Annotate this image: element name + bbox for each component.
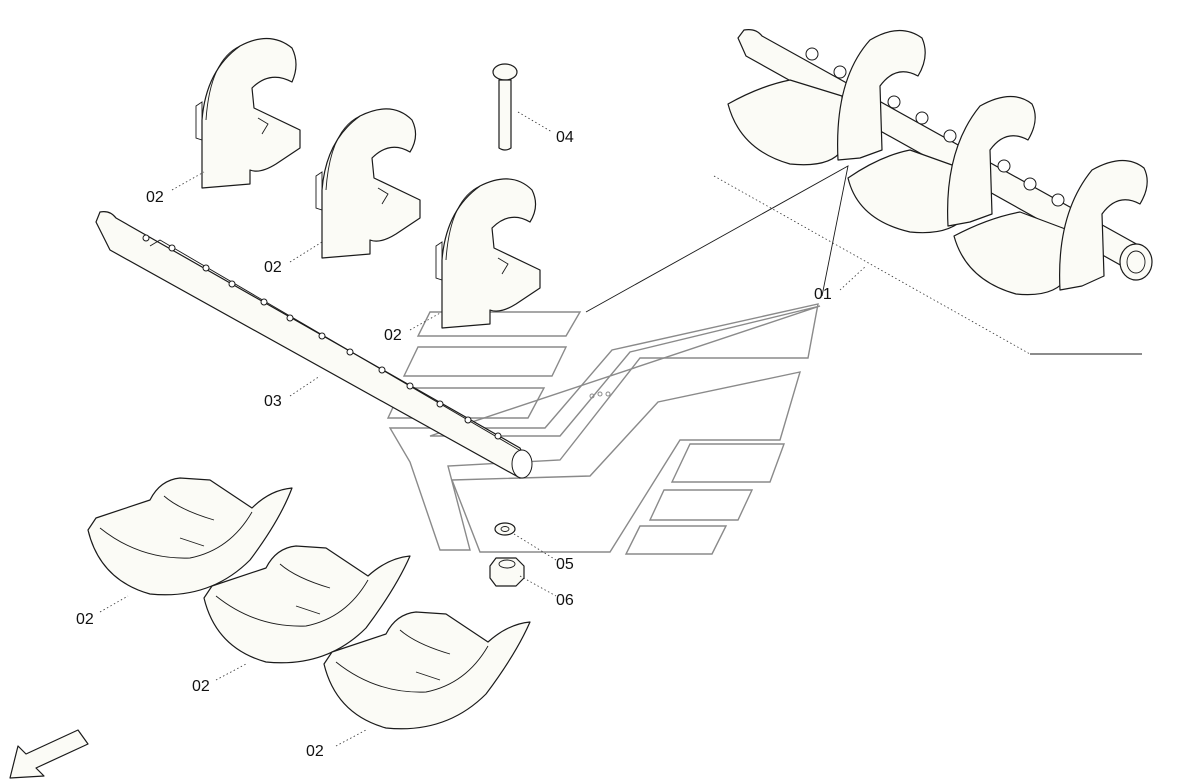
leader-lines <box>99 111 1142 747</box>
callout-assembly: 01 <box>814 286 832 303</box>
callout-flight-upper-3: 02 <box>384 327 402 344</box>
callout-flight-lower-1: 02 <box>76 611 94 628</box>
flight-segment-lower-1 <box>87 477 293 596</box>
callout-washer: 05 <box>556 556 574 573</box>
callout-nut: 06 <box>556 592 574 609</box>
callout-flight-upper-1: 02 <box>146 189 164 206</box>
shaft <box>95 211 533 479</box>
brand-logo-watermark <box>386 303 821 555</box>
flight-segment-upper-3 <box>435 178 541 329</box>
callout-flight-lower-3: 02 <box>306 743 324 760</box>
auger-assembly <box>727 29 1153 296</box>
callout-bolt: 04 <box>556 129 574 146</box>
callout-flight-lower-2: 02 <box>192 678 210 695</box>
arrow-down-left-icon <box>9 729 89 779</box>
flight-segment-lower-3 <box>323 611 531 730</box>
callout-shaft: 03 <box>264 393 282 410</box>
flight-segment-lower-2 <box>203 545 411 664</box>
washer <box>494 522 516 536</box>
flight-segment-upper-2 <box>315 108 421 259</box>
nut <box>489 557 525 587</box>
bolt <box>492 63 518 151</box>
flight-segment-upper-1 <box>195 37 301 189</box>
callout-flight-upper-2: 02 <box>264 259 282 276</box>
